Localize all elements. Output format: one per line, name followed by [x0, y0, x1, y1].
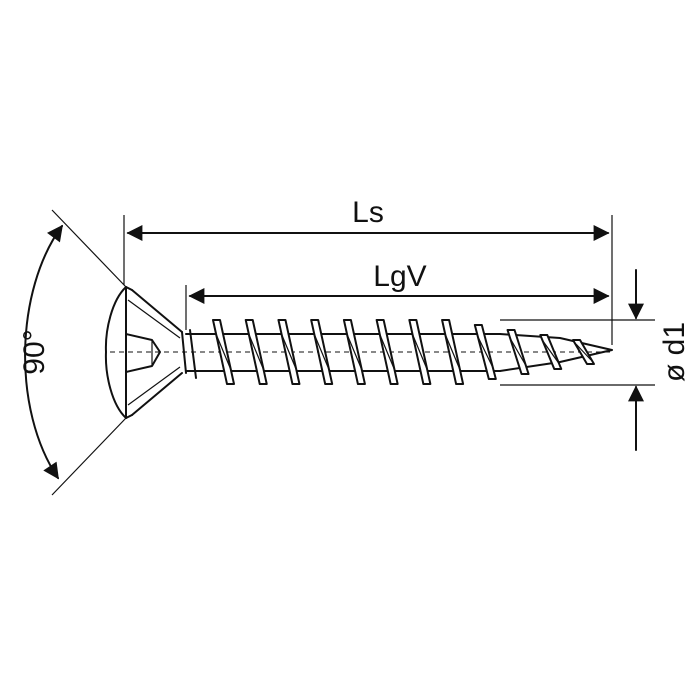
thread-root — [379, 333, 396, 371]
d1-label: ø d1 — [658, 322, 691, 382]
thread-root — [477, 336, 494, 368]
thread-root — [346, 333, 363, 371]
thread-turn — [277, 319, 301, 385]
angle-label: 90° — [18, 329, 51, 374]
ls-label: Ls — [352, 196, 384, 229]
thread-root — [215, 333, 232, 371]
thread-root — [280, 333, 298, 371]
angle-extension-bottom — [51, 417, 127, 496]
angle-extension-top — [51, 209, 127, 288]
thread-root — [542, 341, 559, 363]
thread-turn — [572, 339, 595, 365]
thread-turn — [310, 319, 334, 385]
dimension-d1: ø d1 — [500, 269, 691, 451]
thread-turn — [441, 319, 465, 385]
thread-turn — [342, 319, 366, 385]
dimension-angle: 90° — [18, 209, 127, 496]
thread-turns — [212, 319, 595, 385]
thread-turn — [473, 324, 497, 380]
thread-turn — [212, 319, 235, 385]
head-bevel-top — [131, 289, 183, 333]
thread-root — [411, 333, 428, 371]
thread-root — [313, 333, 330, 371]
thread-root — [510, 338, 527, 366]
head-bevel-bottom — [131, 372, 183, 416]
head-dome — [104, 286, 127, 419]
drive-recess — [125, 333, 161, 373]
thread-turn — [539, 334, 563, 370]
thread-turn — [244, 319, 268, 385]
thread-root — [575, 343, 592, 361]
thread-root — [248, 333, 265, 371]
angle-arc — [24, 224, 63, 480]
thread-root — [444, 333, 461, 371]
thread-turn — [506, 329, 530, 375]
thread-turn — [375, 319, 399, 385]
lgv-label: LgV — [373, 260, 426, 293]
thread-turn — [408, 319, 432, 385]
dimension-lgv: LgV — [185, 260, 610, 330]
dimension-ls: Ls — [123, 196, 613, 345]
